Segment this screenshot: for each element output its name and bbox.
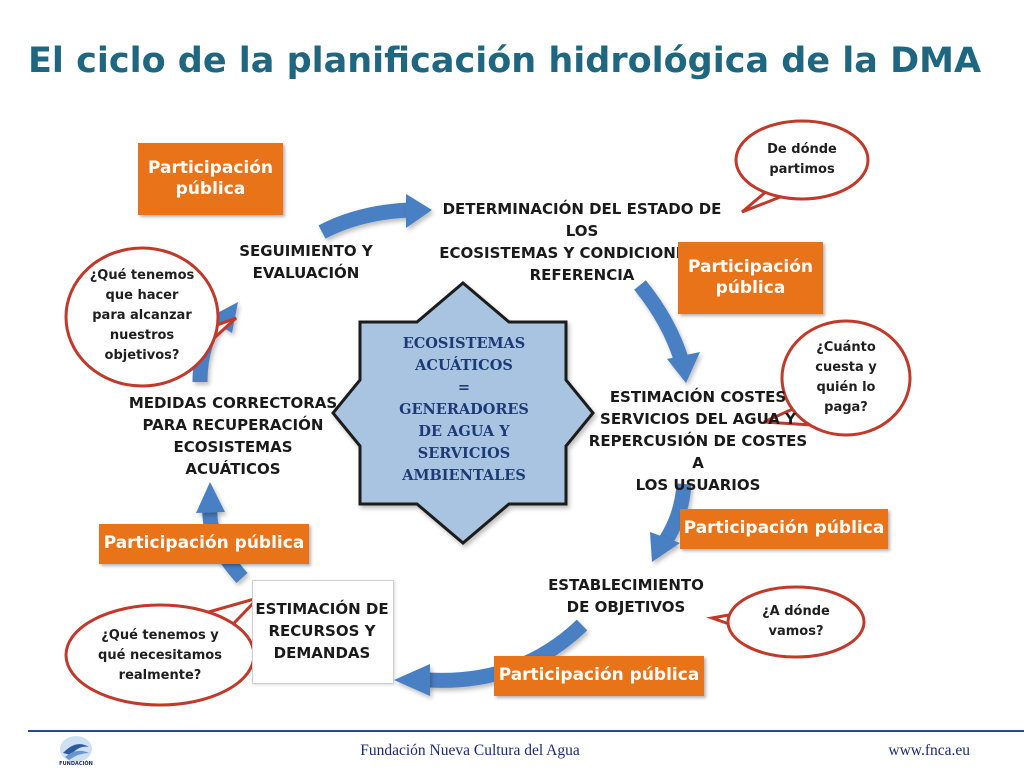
- bubble-de-donde-partimos: De dónde partimos: [767, 142, 837, 177]
- cycle-arrowheads: [196, 194, 700, 696]
- bubble-que-tenemos-que-hacer: ¿Qué tenemos que hacer para alcanzar nue…: [89, 268, 195, 363]
- bubble-shape-2: [763, 319, 912, 437]
- arrow-determinacion-to-estimacion-costes: [634, 280, 690, 365]
- participacion-box-3: Participación pública: [680, 509, 888, 549]
- arrowhead-3: [650, 532, 680, 562]
- stage-determinacion-estado: DETERMINACIÓN DEL ESTADO DE LOS ECOSISTE…: [439, 200, 725, 284]
- center-star-text: ECOSISTEMAS ACUÁTICOS = GENERADORES DE A…: [399, 335, 529, 484]
- arrowhead-5: [196, 482, 225, 513]
- participacion-box-1: Participación pública: [138, 143, 283, 215]
- bubble-a-donde-vamos: ¿A dónde vamos?: [762, 604, 830, 639]
- bubble-que-tenemos-necesitamos: ¿Qué tenemos y qué necesitamos realmente…: [98, 628, 222, 683]
- center-star: [331, 281, 595, 545]
- participacion-box-2: Participación pública: [678, 242, 823, 314]
- bubble-shape-5: [64, 246, 238, 388]
- fnca-logo-icon: [60, 736, 92, 762]
- logo-caption: FUNDACIÓN: [59, 761, 93, 767]
- footer-url[interactable]: www.fnca.eu: [888, 742, 970, 759]
- participacion-box-4: Participación pública: [99, 524, 309, 564]
- stage-estimacion-costes: ESTIMACIÓN COSTES SERVICIOS DEL AGUA Y R…: [588, 388, 808, 494]
- arrowhead-4: [394, 664, 430, 696]
- arrow-seguimiento-to-determinacion: [318, 202, 411, 239]
- participacion-box-5: Participación pública: [494, 656, 704, 696]
- stage-establecimiento-objetivos: ESTABLECIMIENTO DE OBJETIVOS: [548, 576, 704, 616]
- footer-organization: Fundación Nueva Cultura del Agua: [360, 742, 580, 759]
- footer-divider: [28, 730, 1024, 732]
- arrowhead-6: [208, 302, 238, 333]
- stage-seguimiento-evaluacion: SEGUIMIENTO Y EVALUACIÓN: [239, 242, 373, 282]
- arrowhead-1: [406, 194, 432, 228]
- speech-bubbles: [64, 119, 912, 707]
- arrow-estimacion-costes-to-objetivos: [659, 483, 692, 545]
- bubble-shape-1: [734, 119, 870, 214]
- stage-estimacion-recursos: ESTIMACIÓN DE RECURSOS Y DEMANDAS: [255, 600, 389, 662]
- bubble-cuanto-cuesta: ¿Cuánto cuesta y quién lo paga?: [815, 340, 877, 415]
- stage-medidas-correctoras: MEDIDAS CORRECTORAS PARA RECUPERACIÓN EC…: [128, 394, 338, 478]
- recursos-card: [252, 580, 394, 684]
- arrowhead-2: [667, 352, 700, 383]
- slide-title: El ciclo de la planificación hidrológica…: [28, 41, 982, 81]
- bubble-shape-3: [706, 585, 866, 659]
